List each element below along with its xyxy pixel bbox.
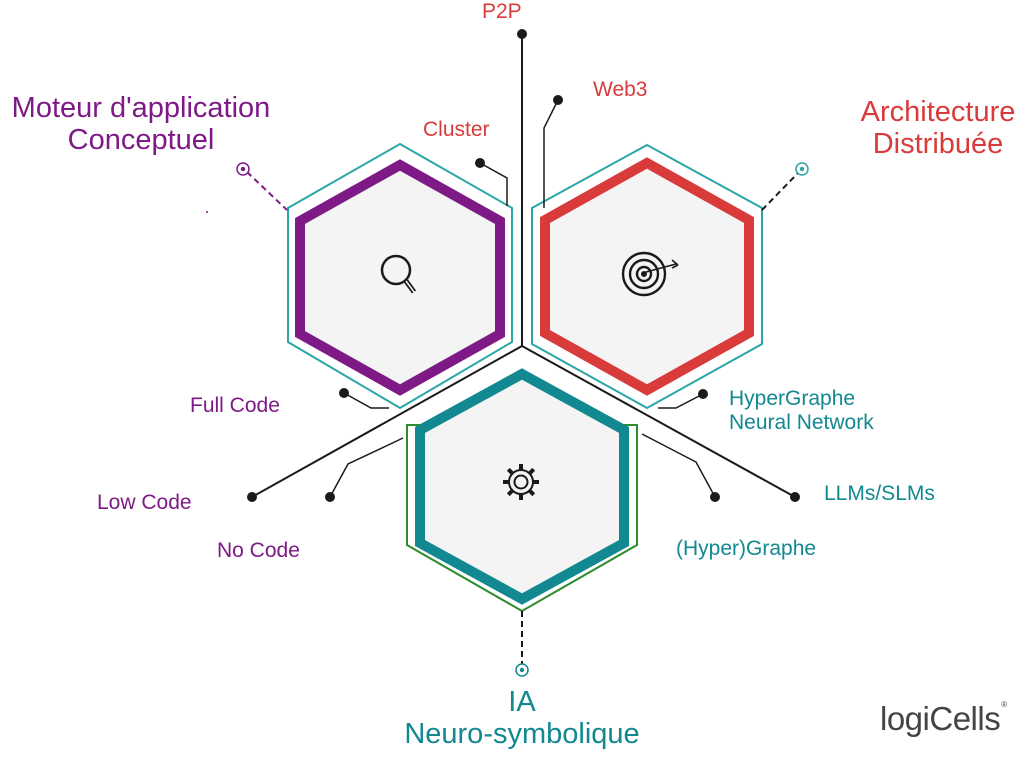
logo-prefix: logi [880,700,930,737]
label-no-code: No Code [217,539,300,562]
cluster-connector [479,162,508,206]
no-code-dot [325,492,335,502]
full-code-connector [343,392,389,409]
label-low-code: Low Code [97,491,192,514]
moteur-target-center [240,166,246,172]
title-ia: IA Neuro-symbolique [382,686,662,751]
target-icon [621,251,679,297]
cluster-dot [475,158,485,168]
label-hypergraphe-line1: HyperGraphe [729,387,856,410]
hyper-graphe-connector [641,433,716,498]
title-architecture: Architecture Distribuée [852,96,1024,161]
web3-dot [553,95,563,105]
purple-hexagon [295,159,505,396]
hypergraphe-connector [658,393,704,409]
hypergraphe-dot [698,389,708,399]
title-ia-line1: IA [508,686,536,718]
web3-connector [543,99,559,208]
low-code-dot [247,492,257,502]
label-full-code: Full Code [190,394,280,417]
teal-hexagon [415,368,629,605]
label-p2p: P2P [482,0,522,23]
hyper-graphe-dot [710,492,720,502]
title-ia-line2: Neuro-symbolique [404,718,640,751]
title-moteur-line2: Conceptuel [67,124,215,157]
llms-dot [790,492,800,502]
logo-suffix: Cells [929,700,1001,737]
divider-right [521,345,796,498]
red-hex-outline [531,143,763,410]
logo-mark: ® [1001,700,1007,709]
stray-dot [206,211,208,213]
label-llms: LLMs/SLMs [824,482,935,505]
p2p-dot [517,29,527,39]
label-hypergraphe: HyperGraphe Neural Network [729,387,874,434]
moteur-pointer [246,171,288,211]
title-moteur: Moteur d'application Conceptuel [0,92,282,157]
label-hyper-graphe: (Hyper)Graphe [676,537,817,560]
no-code-connector [329,437,404,498]
title-moteur-line1: Moteur d'application [11,92,271,124]
ia-target-center [519,667,525,673]
architecture-pointer [761,172,799,211]
architecture-target-center [799,166,805,172]
logicells-logo: logiCells® [880,700,1007,738]
purple-hex-outline [287,142,513,410]
label-hypergraphe-line2: Neural Network [729,410,874,434]
full-code-dot [339,388,349,398]
label-cluster: Cluster [423,118,490,141]
red-hexagon [540,157,754,396]
title-architecture-line1: Architecture [860,96,1016,128]
divider-left [251,345,523,498]
title-architecture-line2: Distribuée [872,128,1004,161]
magnifier-icon [380,254,417,294]
gear-icon [503,464,539,500]
label-web3: Web3 [593,78,648,101]
